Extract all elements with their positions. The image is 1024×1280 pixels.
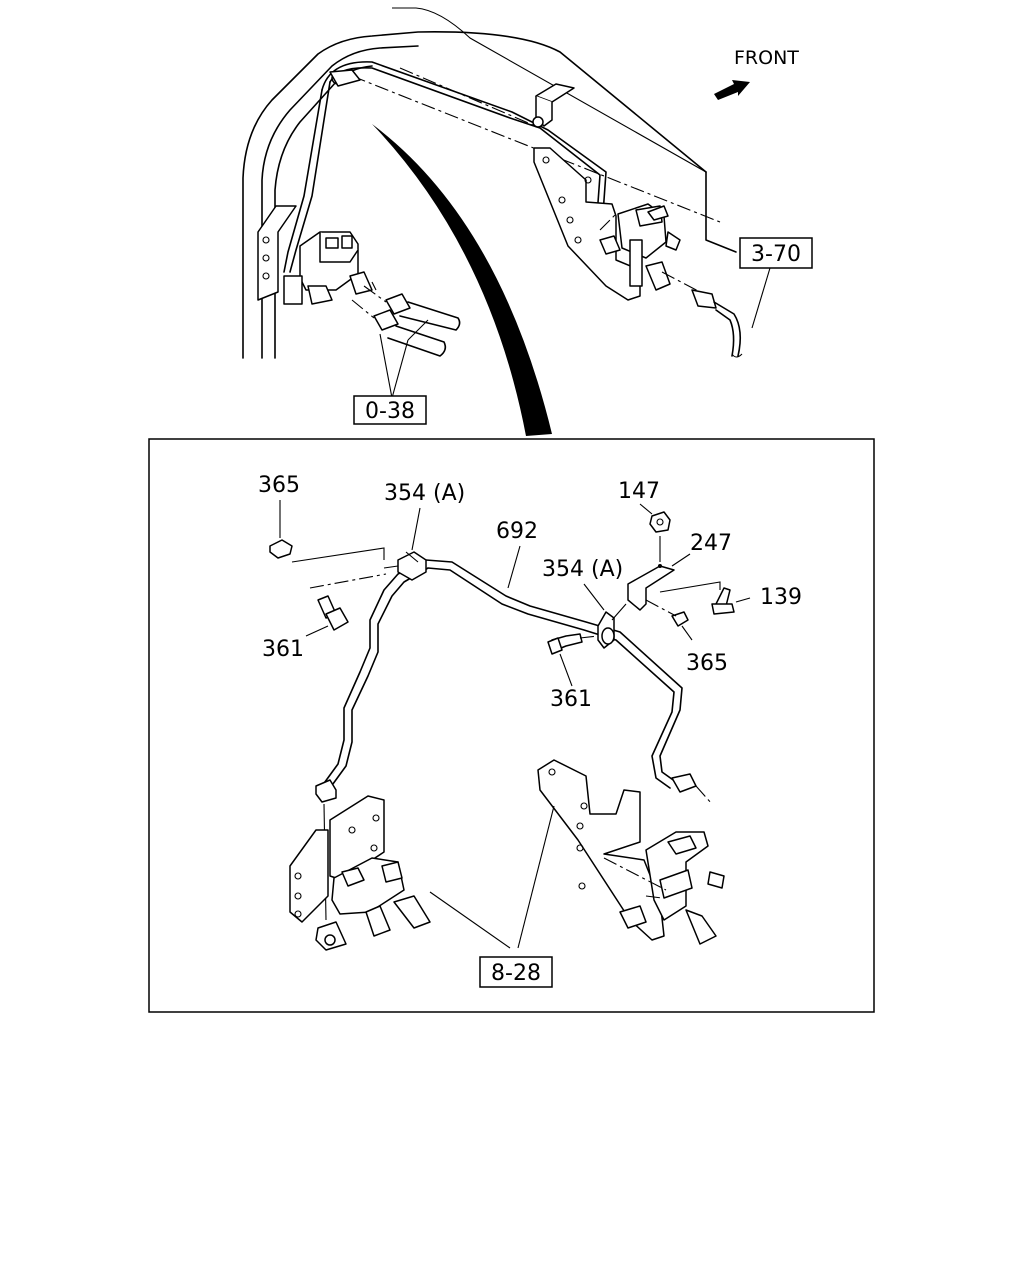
callout-692: 692 (496, 519, 538, 544)
ref-8-28: 8-28 (491, 961, 541, 986)
callout-361-left: 361 (262, 637, 304, 662)
callout-147: 147 (618, 479, 660, 504)
overview-view (242, 7, 771, 436)
callout-365-right: 365 (686, 651, 728, 676)
callout-361-center: 361 (550, 687, 592, 712)
callout-leaders (279, 500, 751, 687)
ref-3-70: 3-70 (751, 242, 801, 267)
detail-view (269, 511, 735, 951)
callout-365-left: 365 (258, 473, 300, 498)
detail-frame (148, 438, 875, 1013)
ref-box-8-28 (479, 956, 553, 988)
ref-0-38: 0-38 (365, 399, 415, 424)
ref-box-0-38 (353, 395, 427, 425)
ref-box-3-70 (739, 237, 813, 269)
callout-354a-left: 354 (A) (384, 481, 465, 506)
callout-139: 139 (760, 585, 802, 610)
front-label: FRONT (734, 47, 799, 69)
callout-247: 247 (690, 531, 732, 556)
callout-354a-right: 354 (A) (542, 557, 623, 582)
arrow-icon (714, 80, 750, 100)
